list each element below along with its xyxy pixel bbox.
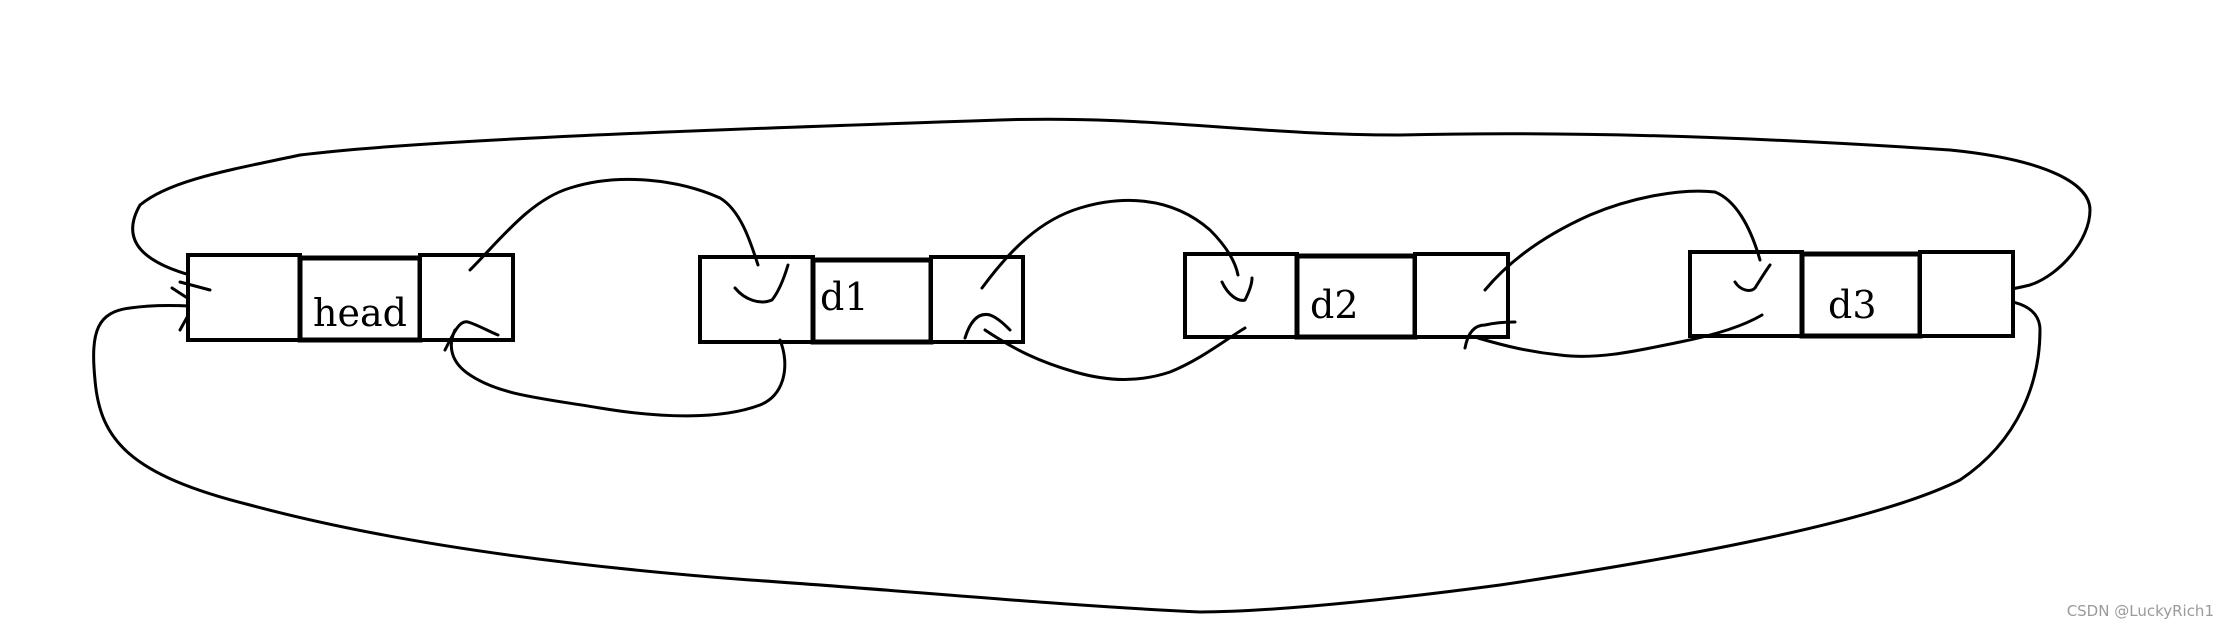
link-d2-next-to-d3 xyxy=(1483,189,1762,292)
link-d2-prev-to-d1 xyxy=(983,326,1247,381)
node-d2: d2 xyxy=(1183,252,1510,340)
link-head-next-to-d1 xyxy=(468,177,760,272)
d3-data-cell xyxy=(1799,251,1923,339)
d3-next-cell xyxy=(1918,250,2015,338)
arrowhead-into-d1-prev xyxy=(733,263,790,304)
d2-data-cell xyxy=(1294,253,1418,340)
arrowhead-into-d3-prev xyxy=(1733,263,1772,292)
node-label-d3: d3 xyxy=(1828,283,1877,327)
arrowhead-into-d2-next xyxy=(1463,320,1517,350)
d2-prev-cell xyxy=(1183,252,1299,339)
arrowhead-into-head-next xyxy=(443,320,500,352)
link-d1-prev-to-head xyxy=(449,328,787,418)
outer-bottom-loop-arrow xyxy=(92,298,2042,614)
head-prev-cell xyxy=(186,253,302,342)
d1-prev-cell xyxy=(698,255,815,344)
node-d1: d1 xyxy=(698,255,1025,345)
head-data-cell xyxy=(297,255,423,343)
arrowhead-into-d2-prev xyxy=(1220,276,1254,302)
head-next-cell xyxy=(418,253,515,342)
d1-data-cell xyxy=(810,257,934,345)
outer-top-loop-arrow xyxy=(131,117,2092,294)
watermark-text: CSDN @LuckyRich1 xyxy=(2066,602,2214,620)
node-d3: d3 xyxy=(1688,250,2015,339)
node-label-d2: d2 xyxy=(1310,283,1359,327)
arrowhead-into-d1-next xyxy=(963,312,1012,340)
node-label-d1: d1 xyxy=(820,275,869,319)
node-head: head xyxy=(178,253,515,343)
link-d3-prev-to-d2 xyxy=(1476,313,1764,358)
node-label-head: head xyxy=(313,291,407,335)
head-prev-tick xyxy=(178,280,212,292)
link-d1-next-to-d2 xyxy=(980,198,1240,290)
